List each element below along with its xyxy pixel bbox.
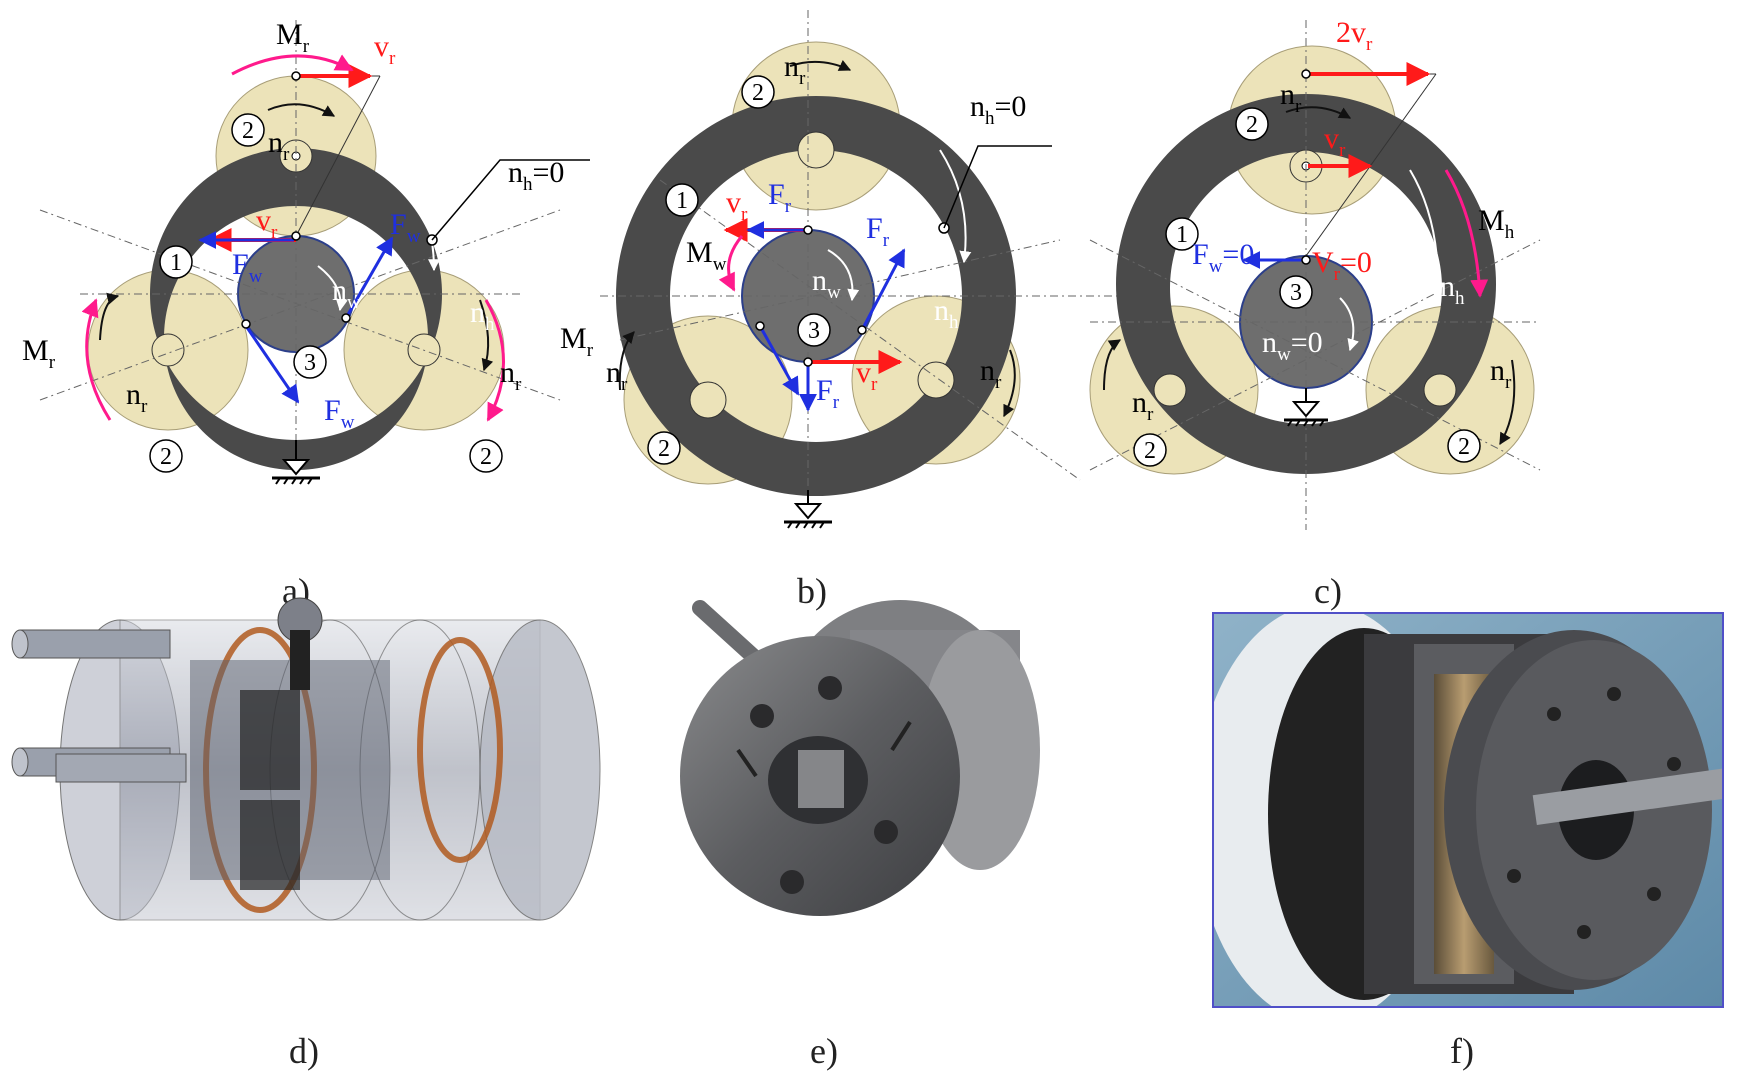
force-arrow-2 <box>344 236 394 319</box>
svg-text:vr: vr <box>256 204 278 243</box>
svg-text:2: 2 <box>1458 434 1470 460</box>
svg-text:2: 2 <box>658 436 670 462</box>
svg-text:nw=0: nw=0 <box>1262 326 1323 365</box>
svg-text:nw: nw <box>812 264 841 303</box>
panel-a: 1 2 3 2 2 Mr vr nr nh=0 vr Fw Fw nw nh M… <box>0 0 600 600</box>
svg-text:nr: nr <box>784 50 806 89</box>
panel-b-diagram: 1 2 3 2 nr nh=0 vr Fr Fr Mw nw nh vr Fr … <box>600 10 1120 529</box>
caption-e: e) <box>810 1031 838 1071</box>
svg-text:Vr=0: Vr=0 <box>1312 246 1372 285</box>
caption-f: f) <box>1450 1031 1474 1071</box>
svg-text:Mr: Mr <box>22 334 56 373</box>
svg-text:Mr: Mr <box>276 18 310 57</box>
svg-text:vr: vr <box>856 356 878 395</box>
svg-text:nr: nr <box>1132 386 1154 425</box>
svg-text:2: 2 <box>480 444 492 470</box>
panel-c: 1 2 3 2 2 2vr nr vr Mh Vr=0 Fw=0 nh nw=0… <box>1089 0 1752 600</box>
svg-text:nh=0: nh=0 <box>508 156 564 195</box>
svg-text:1: 1 <box>1176 222 1188 248</box>
panel-b: 1 2 3 2 nr nh=0 vr Fr Fr Mw nw nh vr Fr … <box>600 0 1200 600</box>
svg-text:2vr: 2vr <box>1336 16 1373 55</box>
axle-right <box>1423 373 1457 407</box>
moment-arc-left <box>81 298 112 421</box>
ring-body <box>1116 94 1497 475</box>
svg-text:1: 1 <box>676 188 688 214</box>
svg-text:nr: nr <box>500 356 522 395</box>
svg-text:vr: vr <box>1324 122 1346 161</box>
svg-text:3: 3 <box>808 318 820 344</box>
caption-b: b) <box>797 571 827 611</box>
svg-text:Mw: Mw <box>686 236 727 275</box>
svg-text:Mr: Mr <box>560 322 594 361</box>
ground-support-icon <box>1284 388 1328 427</box>
panel-c-diagram: 1 2 3 2 2 2vr nr vr Mh Vr=0 Fw=0 nh nw=0… <box>1089 16 1541 530</box>
axle-left <box>151 333 185 367</box>
svg-text:nr: nr <box>606 356 628 395</box>
ground-support-icon <box>784 490 832 529</box>
3d-model-render <box>11 597 601 921</box>
svg-text:2: 2 <box>242 118 254 144</box>
caption-c: c) <box>1314 571 1342 611</box>
svg-text:Fw: Fw <box>390 208 421 247</box>
part-1-label: 1 <box>170 250 182 276</box>
machined-part-photo <box>680 600 1040 916</box>
svg-text:nr: nr <box>980 354 1002 393</box>
axle-left <box>1153 373 1187 407</box>
svg-text:Mh: Mh <box>1478 204 1515 243</box>
svg-text:vr: vr <box>726 186 748 225</box>
svg-text:nh: nh <box>934 294 959 333</box>
axle-left <box>689 381 727 419</box>
svg-text:Fw=0: Fw=0 <box>1192 238 1254 277</box>
panel-d <box>0 597 601 1000</box>
svg-text:2: 2 <box>1144 438 1156 464</box>
svg-text:Fr: Fr <box>768 178 792 217</box>
svg-text:nh=0: nh=0 <box>970 90 1026 129</box>
moment-arc-right <box>484 299 505 422</box>
moment-arc-top <box>231 54 354 76</box>
svg-text:Fw: Fw <box>232 248 263 287</box>
svg-text:nr: nr <box>1280 78 1302 117</box>
svg-text:2: 2 <box>160 444 172 470</box>
svg-text:nh: nh <box>470 296 495 335</box>
svg-text:2: 2 <box>752 80 764 106</box>
axle-right <box>917 361 955 399</box>
svg-text:3: 3 <box>304 350 316 376</box>
caption-d: d) <box>289 1031 319 1071</box>
svg-text:nr: nr <box>1490 354 1512 393</box>
panel-a-diagram: 1 2 3 2 2 Mr vr nr nh=0 vr Fw Fw nw nh M… <box>22 18 594 485</box>
assembled-device-photo <box>1214 614 1722 1006</box>
panel-e <box>680 600 1080 1000</box>
svg-text:3: 3 <box>1290 280 1302 306</box>
svg-text:nh: nh <box>1440 270 1465 309</box>
svg-text:2: 2 <box>1246 112 1258 138</box>
svg-text:nr: nr <box>126 378 148 417</box>
force-arrow-3 <box>244 325 300 404</box>
svg-text:Fr: Fr <box>866 212 890 251</box>
svg-text:vr: vr <box>374 30 396 69</box>
panel-f <box>1212 612 1724 1008</box>
svg-text:nr: nr <box>268 126 290 165</box>
svg-text:Fw: Fw <box>324 394 355 433</box>
svg-text:Fr: Fr <box>816 374 840 413</box>
svg-text:nw: nw <box>332 274 361 313</box>
ground-support-icon <box>272 440 320 485</box>
axle-top <box>797 131 835 169</box>
